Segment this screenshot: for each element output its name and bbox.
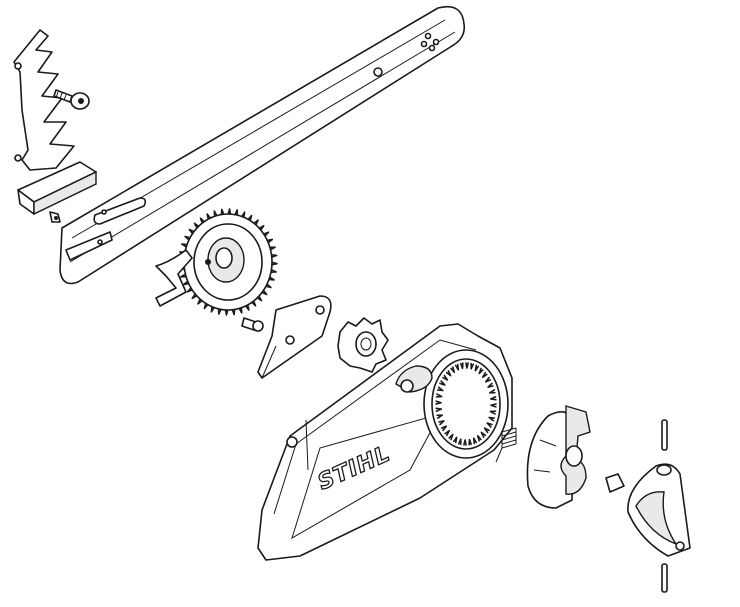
brake-lever (627, 463, 691, 557)
ring-tooth (435, 407, 443, 412)
ring-tooth (478, 367, 484, 375)
ring-tooth (452, 436, 458, 444)
ring-tooth (465, 362, 469, 369)
ring-tooth (486, 422, 493, 428)
chain-guide-piece (17, 161, 97, 216)
ring-tooth (484, 376, 492, 383)
pin-bottom (661, 563, 668, 593)
sprocket-cover: STIHL (257, 323, 513, 561)
guide-bar (59, 5, 466, 285)
ring-tooth (438, 420, 445, 426)
ring-tooth (476, 434, 482, 442)
ring-tooth (489, 396, 497, 401)
ring-tooth (488, 389, 496, 394)
ring-tooth (488, 416, 495, 422)
adjusting-lever (155, 249, 193, 307)
ring-tooth (437, 386, 444, 392)
ring-tooth (457, 438, 462, 446)
ring-tooth (445, 370, 452, 377)
ring-tooth (470, 362, 475, 370)
ring-tooth (440, 425, 448, 432)
ring-tooth (474, 364, 480, 372)
pin-top (661, 419, 668, 451)
ring-tooth (436, 414, 444, 419)
ring-tooth (490, 403, 497, 408)
ring-tooth (448, 433, 454, 441)
ring-tooth (487, 382, 494, 388)
plate-screw (241, 317, 264, 332)
tensioner-bracket (13, 29, 75, 171)
side-plate (257, 295, 332, 379)
sprocket-wheel (178, 208, 278, 316)
ring-tooth (444, 429, 451, 437)
ring-tooth (459, 362, 464, 370)
ring-tooth (435, 393, 443, 398)
ring-tooth (489, 410, 497, 415)
spring (495, 427, 517, 463)
ring-tooth (450, 366, 456, 374)
ring-tooth (439, 380, 446, 386)
knob-nut (337, 317, 389, 373)
ring-tooth (481, 371, 488, 379)
ring-tooth (472, 437, 478, 445)
ring-tooth (454, 363, 460, 371)
ring-tooth (483, 427, 490, 434)
ring-tooth (480, 431, 487, 438)
ring-tooth (435, 400, 442, 405)
ring-tooth (442, 374, 449, 381)
screw (53, 89, 90, 110)
ring-tooth (463, 439, 467, 446)
small-screw (49, 211, 61, 223)
ring-tooth (468, 438, 473, 446)
small-block (605, 473, 625, 493)
brake-disc (526, 405, 591, 509)
